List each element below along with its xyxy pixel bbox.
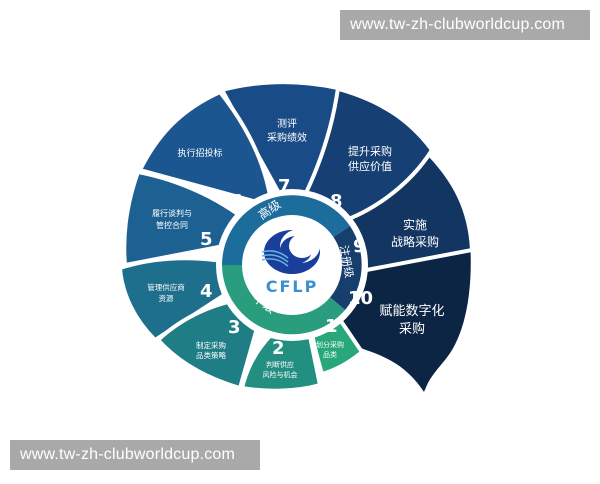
- segment-7: [219, 80, 341, 208]
- segment-3-label: 制定采购 品类策略: [196, 340, 226, 360]
- cflp-logo: CFLP: [261, 229, 320, 296]
- svg-text:资源: 资源: [159, 293, 174, 303]
- segment-9-label: 实施 战略采购: [391, 217, 439, 249]
- svg-text:风险与机会: 风险与机会: [263, 370, 298, 379]
- svg-text:管理供应商: 管理供应商: [147, 282, 185, 292]
- segment-1-label: 划分采购 品类: [316, 340, 344, 359]
- segment-5-number: 5: [200, 229, 213, 250]
- segment-7-label: 测评 采购绩效: [267, 117, 307, 144]
- svg-text:履行谈判与: 履行谈判与: [152, 208, 192, 218]
- segment-1-number: 1: [325, 316, 338, 337]
- svg-text:战略采购: 战略采购: [391, 234, 439, 249]
- svg-text:测评: 测评: [277, 117, 297, 130]
- segment-8-number: 8: [330, 191, 343, 212]
- segment-5-label: 履行谈判与 管控合同: [152, 208, 192, 230]
- level-registered-label: 注册级: [337, 244, 357, 279]
- segment-6: [137, 89, 275, 217]
- segment-4-label: 管理供应商 资源: [147, 282, 185, 303]
- logo-text: CFLP: [266, 277, 319, 296]
- segment-3-number: 3: [228, 317, 241, 338]
- segment-7-number: 7: [278, 176, 291, 197]
- svg-text:供应价值: 供应价值: [348, 159, 392, 173]
- svg-text:判断供应: 判断供应: [266, 360, 294, 369]
- svg-text:划分采购: 划分采购: [316, 340, 344, 349]
- watermark-bottom: www.tw-zh-clubworldcup.com: [10, 440, 260, 470]
- segment-9-number: 9: [353, 236, 366, 257]
- svg-text:执行招投标: 执行招投标: [177, 147, 222, 159]
- segment-2-label: 判断供应 风险与机会: [263, 360, 298, 379]
- segment-10-number: 10: [348, 288, 373, 309]
- segment-6-number: 6: [230, 191, 243, 212]
- watermark-top: www.tw-zh-clubworldcup.com: [340, 10, 590, 40]
- segment-4-number: 4: [200, 281, 213, 302]
- segment-10-label: 赋能数字化 采购: [379, 304, 444, 337]
- svg-text:管控合同: 管控合同: [156, 220, 188, 230]
- svg-text:采购: 采购: [399, 321, 425, 337]
- segment-8-label: 提升采购 供应价值: [348, 144, 392, 173]
- svg-text:制定采购: 制定采购: [196, 340, 226, 350]
- segment-6-label: 执行招投标: [177, 147, 222, 159]
- svg-text:实施: 实施: [403, 217, 427, 232]
- segment-2-number: 2: [272, 338, 285, 359]
- svg-text:采购绩效: 采购绩效: [267, 131, 307, 144]
- svg-text:提升采购: 提升采购: [348, 144, 392, 158]
- segment-8: [302, 85, 435, 228]
- svg-text:赋能数字化: 赋能数字化: [379, 304, 444, 319]
- svg-text:品类: 品类: [323, 350, 337, 359]
- svg-text:品类策略: 品类策略: [196, 350, 226, 360]
